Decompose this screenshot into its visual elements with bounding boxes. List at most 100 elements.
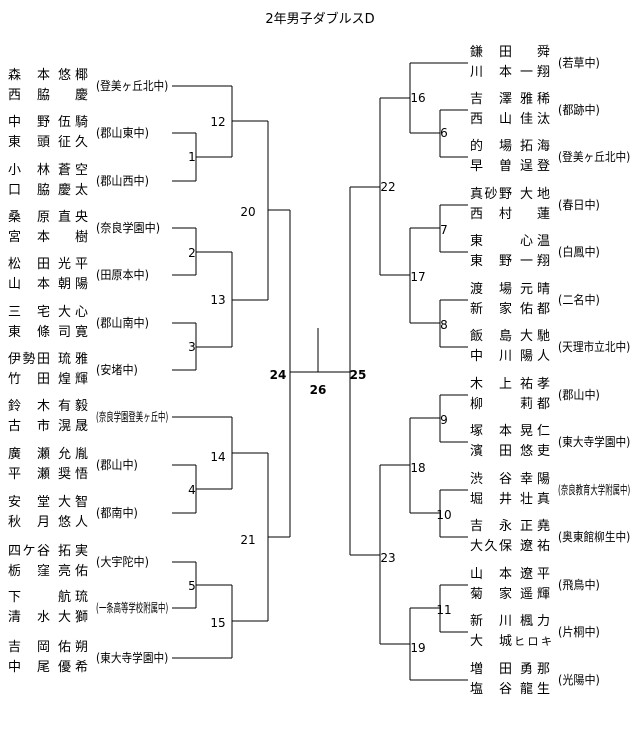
school-name: (郡山南中) xyxy=(96,316,149,330)
player-name: 吉澤雅稀 xyxy=(470,90,640,110)
match-number: 4 xyxy=(188,483,196,497)
player-name: 西山佳汰 xyxy=(470,110,640,130)
school-name: (登美ヶ丘北中) xyxy=(96,79,169,93)
team-entry: 桑原直央宮本樹(奈良学園中) xyxy=(8,208,178,248)
player-surname: 中尾 xyxy=(8,660,50,675)
player-given-name: 拓海 xyxy=(520,139,550,154)
team-entry: 真砂野大地西村蓮(春日中) xyxy=(470,185,640,225)
school-name: (奥東館柳生中) xyxy=(558,530,631,544)
team-entry: 山本遼平菊家遥輝(飛鳥中) xyxy=(470,565,640,605)
player-name: 三宅大心 xyxy=(8,303,178,323)
school-name: (一条高等学校附属中) xyxy=(96,601,169,615)
player-name: 塩谷龍生 xyxy=(470,680,640,700)
player-name: 柳莉都 xyxy=(470,395,640,415)
player-name: 川本一翔 xyxy=(470,63,640,83)
team-entry: 四ケ谷拓実栃窪亮佑(大宇陀中) xyxy=(8,542,178,582)
team-entry: 伊勢田琉雅竹田煌輝(安堵中) xyxy=(8,350,178,390)
match-number: 3 xyxy=(188,340,196,354)
match-number: 9 xyxy=(440,413,448,427)
player-given-name: 蓮 xyxy=(536,207,550,222)
school-name: (奈良教育大学附属中) xyxy=(558,483,631,497)
match-number: 7 xyxy=(440,223,448,237)
player-surname: 桑原 xyxy=(8,210,50,225)
player-given-name: 佳汰 xyxy=(520,112,550,127)
match-number: 26 xyxy=(309,383,327,397)
player-surname: 飯島 xyxy=(470,329,512,344)
school-name: (片桐中) xyxy=(558,625,600,639)
player-surname: 森本 xyxy=(8,68,50,83)
player-given-name: 龍生 xyxy=(520,682,550,697)
player-given-name: 舜 xyxy=(536,45,550,60)
player-name: 四ケ谷拓実 xyxy=(8,542,178,562)
match-number: 21 xyxy=(240,533,256,547)
player-given-name: 佑都 xyxy=(520,302,550,317)
player-surname: 吉岡 xyxy=(8,640,50,655)
player-name: 平瀬奨悟 xyxy=(8,465,178,485)
player-name: 東頭征久 xyxy=(8,133,178,153)
match-number: 12 xyxy=(210,115,226,129)
player-surname: 中野 xyxy=(8,115,50,130)
team-entry: 三宅大心東條司寛(郡山南中) xyxy=(8,303,178,343)
player-name: 増田勇那 xyxy=(470,660,640,680)
player-given-name: 一翔 xyxy=(520,254,550,269)
match-number: 1 xyxy=(188,150,196,164)
player-surname: 竹田 xyxy=(8,372,50,387)
player-surname: 口脇 xyxy=(8,183,50,198)
match-number: 17 xyxy=(410,270,426,284)
player-name: 東心温 xyxy=(470,232,640,252)
player-given-name: 遼平 xyxy=(520,567,550,582)
player-given-name: 一翔 xyxy=(520,65,550,80)
match-number: 19 xyxy=(410,641,426,655)
player-surname: 下 xyxy=(8,590,22,605)
player-given-name: 壮真 xyxy=(520,492,550,507)
school-name: (春日中) xyxy=(558,198,600,212)
player-name: 大久保遼祐 xyxy=(470,537,640,557)
player-surname: 山本 xyxy=(470,567,512,582)
team-entry: 東心温東野一翔(白鳳中) xyxy=(470,232,640,272)
player-surname: 伊勢田 xyxy=(8,352,50,367)
team-entry: 吉永正堯大久保遼祐(奥東館柳生中) xyxy=(470,517,640,557)
team-entry: 吉澤雅稀西山佳汰(都跡中) xyxy=(470,90,640,130)
player-surname: 四ケ谷 xyxy=(8,544,50,559)
player-given-name: 慶太 xyxy=(58,183,88,198)
player-name: 中野伍騎 xyxy=(8,113,178,133)
player-name: 秋月悠人 xyxy=(8,513,178,533)
school-name: (田原本中) xyxy=(96,268,149,282)
player-given-name: 幸陽 xyxy=(520,472,550,487)
school-name: (東大寺学園中) xyxy=(96,651,169,665)
player-surname: 東條 xyxy=(8,325,50,340)
player-given-name: 晃仁 xyxy=(520,424,550,439)
player-name: 堀井壮真 xyxy=(470,490,640,510)
player-surname: 新川 xyxy=(470,614,512,629)
player-given-name: 優希 xyxy=(58,660,88,675)
school-name: (郡山中) xyxy=(96,458,138,472)
team-entry: 安堂大智秋月悠人(都南中) xyxy=(8,493,178,533)
player-surname: 三宅 xyxy=(8,305,50,320)
player-name: 桑原直央 xyxy=(8,208,178,228)
match-number: 13 xyxy=(210,293,226,307)
player-name: 伊勢田琉雅 xyxy=(8,350,178,370)
player-given-name: 滉晟 xyxy=(58,419,88,434)
player-given-name: 光平 xyxy=(58,257,88,272)
match-number: 25 xyxy=(349,368,367,382)
school-name: (東大寺学園中) xyxy=(558,435,631,449)
player-given-name: 陽人 xyxy=(520,349,550,364)
player-surname: 川本 xyxy=(470,65,512,80)
player-name: 渡場元晴 xyxy=(470,280,640,300)
school-name: (天理市立北中) xyxy=(558,340,631,354)
match-number: 18 xyxy=(410,461,426,475)
player-name: 山本遼平 xyxy=(470,565,640,585)
team-entry: 森本悠椰西脇慶(登美ヶ丘北中) xyxy=(8,66,178,106)
player-name: 濱田悠吏 xyxy=(470,442,640,462)
player-surname: 大久保 xyxy=(470,539,512,554)
player-surname: 早曽 xyxy=(470,159,512,174)
player-name: 西脇慶 xyxy=(8,86,178,106)
school-name: (奈良学園中) xyxy=(96,221,161,235)
player-surname: 西村 xyxy=(470,207,512,222)
player-given-name: 大馳 xyxy=(520,329,550,344)
player-surname: 塚本 xyxy=(470,424,512,439)
player-given-name: 悠人 xyxy=(58,515,88,530)
player-name: 早曽逞登 xyxy=(470,157,640,177)
player-surname: 増田 xyxy=(470,662,512,677)
